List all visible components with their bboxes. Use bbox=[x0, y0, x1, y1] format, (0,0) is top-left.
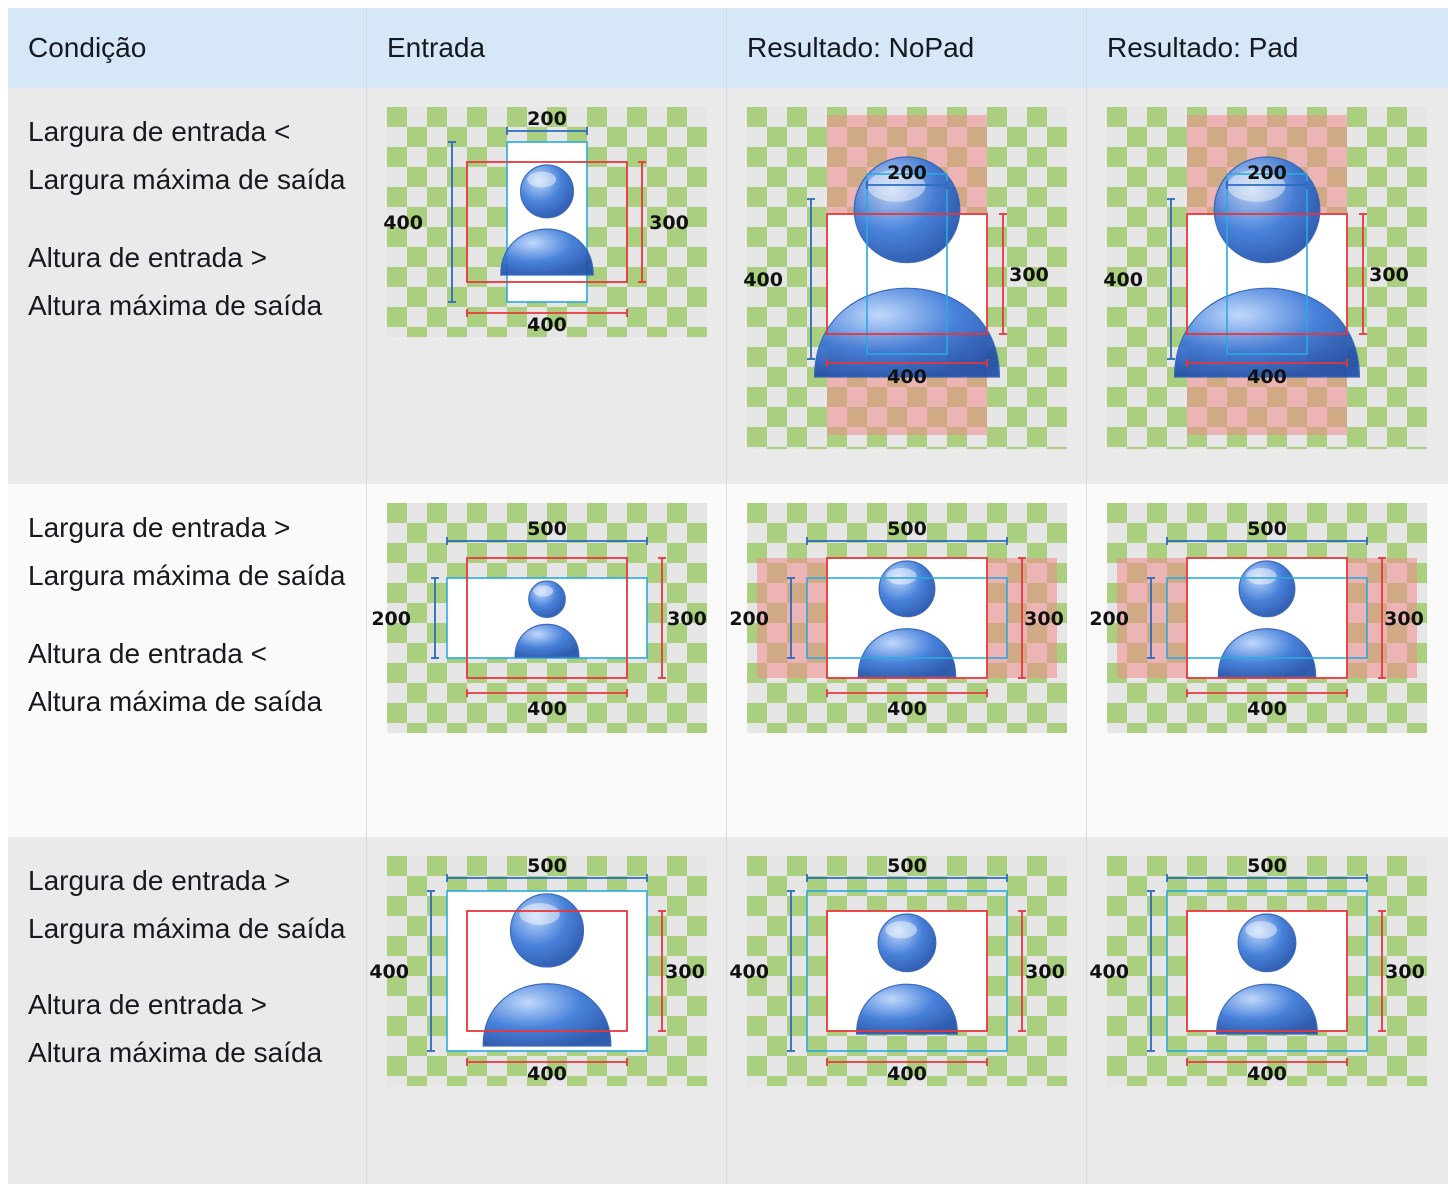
user-icon bbox=[500, 164, 594, 276]
input-height-dimension-label: 400 bbox=[1103, 269, 1143, 291]
header-condition: Condição bbox=[28, 32, 147, 63]
max-output-box bbox=[826, 557, 988, 679]
max-width-dimension-label: 400 bbox=[1247, 1063, 1287, 1085]
scaled-input-box bbox=[1226, 173, 1308, 355]
table-header: Condição Entrada Resultado: NoPad Result… bbox=[8, 8, 1448, 88]
max-output-box bbox=[466, 557, 628, 679]
header-result-pad: Resultado: Pad bbox=[1086, 8, 1448, 88]
scaled-input-box bbox=[866, 173, 948, 355]
input-diagram: 500 400 400 300 bbox=[369, 855, 707, 1086]
input-height-dimension-label: 400 bbox=[1089, 961, 1129, 983]
condition-cell: Largura de entrada > Largura máxima de s… bbox=[8, 484, 366, 837]
max-height-dimension-label: 300 bbox=[1369, 264, 1409, 286]
user-icon bbox=[855, 913, 959, 1035]
scaled-input-box bbox=[1166, 890, 1368, 1052]
input-diagram: 500 200 400 300 bbox=[371, 503, 707, 733]
user-icon bbox=[1215, 913, 1319, 1035]
max-height-dimension-label: 300 bbox=[1385, 961, 1425, 983]
scaled-input-box bbox=[806, 890, 1008, 1052]
table-row: Largura de entrada > Largura máxima de s… bbox=[8, 837, 1448, 1184]
max-height-dimension-label: 300 bbox=[1009, 264, 1049, 286]
user-icon bbox=[1217, 560, 1317, 678]
input-height-dimension-label: 200 bbox=[729, 608, 769, 630]
max-height-dimension-label: 300 bbox=[667, 608, 707, 630]
max-output-box bbox=[466, 161, 628, 283]
max-output-box bbox=[1186, 557, 1348, 679]
max-width-dimension-label: 400 bbox=[527, 314, 567, 336]
scaled-input-box bbox=[806, 577, 1008, 659]
max-width-dimension-label: 400 bbox=[1247, 698, 1287, 720]
pad-diagram: 500 400 400 300 bbox=[1089, 855, 1427, 1086]
input-width-dimension-label: 200 bbox=[887, 162, 927, 184]
table-row: Largura de entrada < Largura máxima de s… bbox=[8, 88, 1448, 484]
max-output-box bbox=[1186, 213, 1348, 335]
max-output-box bbox=[466, 910, 628, 1032]
input-width-dimension-label: 500 bbox=[887, 855, 927, 877]
comparison-table: Condição Entrada Resultado: NoPad Result… bbox=[8, 8, 1448, 1184]
input-figure-cell: 500 200 400 300 bbox=[366, 484, 726, 837]
nopad-figure-cell: 500 400 400 300 bbox=[726, 837, 1086, 1184]
nopad-figure-cell: 500 200 400 300 bbox=[726, 484, 1086, 837]
table-row: Largura de entrada > Largura máxima de s… bbox=[8, 484, 1448, 837]
user-icon bbox=[1173, 156, 1361, 378]
user-icon bbox=[857, 560, 957, 678]
width-condition: Largura de entrada > Largura máxima de s… bbox=[28, 865, 346, 944]
nopad-diagram: 500 200 400 300 bbox=[729, 503, 1067, 733]
user-icon bbox=[813, 156, 1001, 378]
max-width-dimension-label: 400 bbox=[887, 1063, 927, 1085]
width-condition: Largura de entrada < Largura máxima de s… bbox=[28, 116, 346, 195]
height-condition: Altura de entrada < Altura máxima de saí… bbox=[28, 638, 323, 717]
max-height-dimension-label: 300 bbox=[649, 212, 689, 234]
input-width-dimension-label: 500 bbox=[527, 518, 567, 540]
input-width-dimension-label: 200 bbox=[1247, 162, 1287, 184]
max-height-dimension-label: 300 bbox=[1025, 961, 1065, 983]
condition-cell: Largura de entrada < Largura máxima de s… bbox=[8, 88, 366, 484]
pad-diagram: 500 200 400 300 bbox=[1089, 503, 1427, 733]
height-condition: Altura de entrada > Altura máxima de saí… bbox=[28, 242, 323, 321]
input-height-dimension-label: 400 bbox=[383, 212, 423, 234]
pad-figure-cell: 200 400 400 300 bbox=[1086, 88, 1448, 484]
height-condition: Altura de entrada > Altura máxima de saí… bbox=[28, 989, 323, 1068]
input-figure-cell: 200 400 400 300 bbox=[366, 88, 726, 484]
max-width-dimension-label: 400 bbox=[1247, 366, 1287, 388]
max-height-dimension-label: 300 bbox=[1384, 608, 1424, 630]
pad-diagram: 200 400 400 300 bbox=[1103, 107, 1427, 449]
max-output-box bbox=[826, 213, 988, 335]
input-width-dimension-label: 500 bbox=[1247, 518, 1287, 540]
input-height-dimension-label: 200 bbox=[371, 608, 411, 630]
input-width-dimension-label: 500 bbox=[887, 518, 927, 540]
input-diagram: 200 400 400 300 bbox=[383, 107, 707, 337]
input-height-dimension-label: 400 bbox=[369, 961, 409, 983]
header-result-nopad: Resultado: NoPad bbox=[726, 8, 1086, 88]
max-width-dimension-label: 400 bbox=[887, 698, 927, 720]
nopad-diagram: 500 400 400 300 bbox=[729, 855, 1067, 1086]
max-height-dimension-label: 300 bbox=[665, 961, 705, 983]
header-input: Entrada bbox=[366, 8, 726, 88]
input-width-dimension-label: 500 bbox=[1247, 855, 1287, 877]
input-height-dimension-label: 400 bbox=[729, 961, 769, 983]
max-output-box bbox=[826, 910, 988, 1032]
input-height-dimension-label: 400 bbox=[743, 269, 783, 291]
user-icon bbox=[514, 580, 580, 658]
nopad-figure-cell: 200 400 400 300 bbox=[726, 88, 1086, 484]
input-height-dimension-label: 200 bbox=[1089, 608, 1129, 630]
max-width-dimension-label: 400 bbox=[527, 1063, 567, 1085]
max-output-box bbox=[1186, 910, 1348, 1032]
max-width-dimension-label: 400 bbox=[527, 698, 567, 720]
max-height-dimension-label: 300 bbox=[1024, 608, 1064, 630]
pad-figure-cell: 500 200 400 300 bbox=[1086, 484, 1448, 837]
condition-cell: Largura de entrada > Largura máxima de s… bbox=[8, 837, 366, 1184]
input-width-dimension-label: 500 bbox=[527, 855, 567, 877]
input-width-dimension-label: 200 bbox=[527, 108, 567, 130]
width-condition: Largura de entrada > Largura máxima de s… bbox=[28, 512, 346, 591]
input-figure-cell: 500 400 400 300 bbox=[366, 837, 726, 1184]
pad-figure-cell: 500 400 400 300 bbox=[1086, 837, 1448, 1184]
nopad-diagram: 200 400 400 300 bbox=[743, 107, 1067, 449]
scaled-input-box bbox=[1166, 577, 1368, 659]
max-width-dimension-label: 400 bbox=[887, 366, 927, 388]
